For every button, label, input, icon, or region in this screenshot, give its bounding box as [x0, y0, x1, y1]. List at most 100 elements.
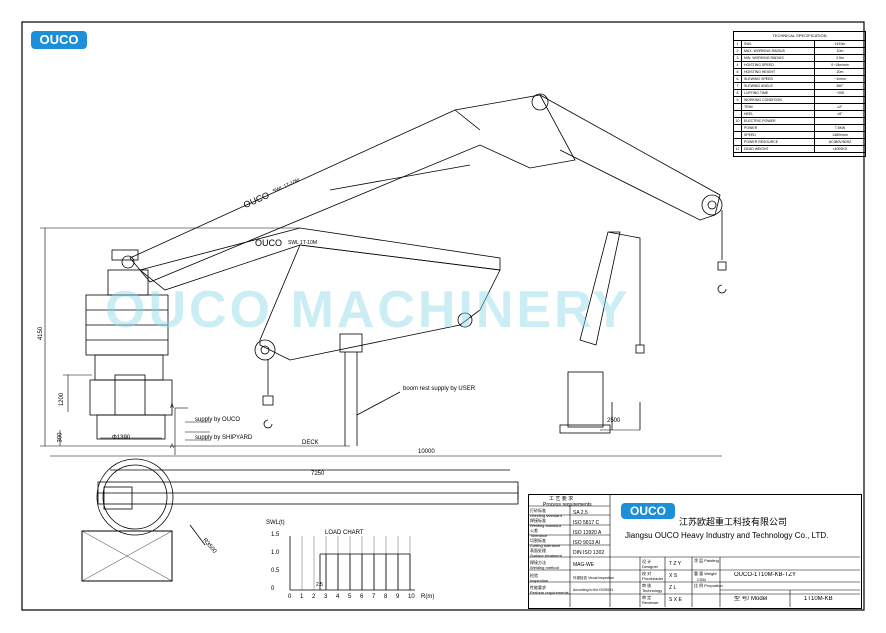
spec-row-key: DEAD WEIGHT	[742, 146, 815, 152]
spec-row-key: HEEL	[742, 111, 815, 117]
lower-boom-brand: OUCO	[255, 238, 282, 248]
spec-row-key: HOISTING HEIGHT	[742, 69, 815, 75]
load-chart-x-tick: 1	[300, 594, 304, 600]
spec-row-value: 1t/10m	[834, 42, 846, 46]
dim-4150: 4150	[38, 326, 45, 341]
painting-label: 涂 层 Painting	[694, 558, 719, 563]
process-row-value: 外观检查 Visual inspection	[573, 576, 615, 580]
spec-row-key: LUFFING TIME	[742, 90, 815, 96]
load-chart-x-tick: 8	[384, 594, 388, 600]
process-row-en: Welding standard	[530, 523, 562, 528]
supply-ouco-label: supply by OUCO	[195, 417, 241, 423]
spec-row-number: 9	[734, 97, 742, 103]
load-chart-title: LOAD CHART	[325, 530, 364, 536]
process-row-value: DIN ISO 1302	[573, 550, 605, 556]
spec-row-number	[734, 125, 742, 131]
load-chart-x-tick: 0	[288, 594, 292, 600]
spec-row-value	[815, 97, 865, 103]
boom-rest	[339, 333, 401, 446]
process-row-cn: 检验	[530, 573, 538, 578]
spec-row-key: SPEED	[742, 132, 815, 138]
process-row-en: Inspection	[530, 578, 549, 583]
dim-7250: 7250	[311, 471, 325, 477]
process-row-value: ISO 5817 C	[573, 520, 600, 526]
weight-value: CSM	[697, 577, 706, 582]
spec-row-key: HOISTING SPEED	[742, 62, 815, 68]
process-row-value: According to the ISO9001	[573, 588, 614, 592]
process-row-cn: 切割标准	[530, 538, 546, 543]
spec-row-key: ELECTRIC POWER	[742, 118, 815, 124]
crane-base	[85, 249, 173, 440]
role-en: Designer	[642, 564, 659, 569]
role-value: Z L	[669, 585, 677, 591]
load-chart-y-tick: 1.0	[271, 550, 280, 556]
spec-row-number	[734, 104, 742, 110]
process-row-en: Perform requirements	[530, 590, 569, 595]
process-row-en: Grinding standard	[530, 513, 562, 518]
load-chart-x-tick: 3	[324, 594, 328, 600]
process-en: Process requirements	[543, 502, 592, 508]
spec-row: POWER RESOURCE AC380V/50HZ	[734, 139, 865, 146]
dim-1200: 1200	[59, 392, 66, 407]
drawing-frame	[21, 21, 865, 611]
dim-2500: 2500	[607, 418, 621, 424]
process-row-value: MAG-WE	[573, 562, 595, 568]
process-row-en: Welding method	[530, 565, 559, 570]
spec-row-value: ~1r/min	[834, 77, 846, 81]
spec-row-key: POWER RESOURCE	[742, 139, 815, 145]
process-row-en: Surface treatment	[530, 553, 562, 558]
spec-row-value: AC380V/50HZ	[828, 140, 852, 144]
spec-row-number: 4	[734, 62, 742, 68]
spec-row-value: 0~15m/min	[831, 63, 849, 67]
load-chart-start: 2.5	[316, 582, 323, 588]
load-chart-y-tick: 0.5	[271, 568, 280, 574]
process-row-cn: 公差	[530, 528, 538, 533]
ouco-logo: OUCO	[31, 31, 87, 49]
company-cn: 江苏欧超重工科技有限公司	[679, 517, 788, 527]
role-en: Technology	[642, 588, 663, 593]
spec-row-value: 10m	[836, 49, 844, 53]
spec-row-number: 2	[734, 48, 742, 54]
load-chart-y-tick: 0	[271, 586, 275, 592]
spec-row-value	[815, 118, 865, 124]
spec-row: TRIM≤2°	[734, 104, 865, 111]
process-row-cn: 焊接标准	[530, 518, 546, 523]
spec-row-value: ≈4000KG	[832, 147, 848, 151]
load-chart-y-tick: 1.5	[271, 532, 280, 538]
process-row-cn: 性能要求	[530, 585, 546, 590]
model-value: 1T10M-KB	[804, 596, 833, 602]
process-row-en: Tolerance	[530, 533, 548, 538]
spec-row-key: MAX. WORKING RADIUS	[742, 48, 815, 54]
upper-boom	[129, 93, 727, 294]
role-cn: 审 定	[642, 595, 652, 600]
process-row-value: SA 2.5	[573, 510, 588, 516]
role-value: S X E	[669, 597, 682, 603]
boom-rest-label: boom rest supply by USER	[403, 386, 476, 392]
spec-row-value: 20m	[836, 70, 844, 74]
load-chart-xlabel: R(m)	[421, 594, 435, 600]
proportion-label: 比 例 Proportion	[694, 583, 723, 588]
spec-row-number: 8	[734, 90, 742, 96]
process-row-en: Cutting tolerance	[530, 543, 561, 548]
spec-row-number: 7	[734, 83, 742, 89]
spec-row-number	[734, 132, 742, 138]
load-chart-x-tick: 4	[336, 594, 340, 600]
load-chart-x-tick: 2	[312, 594, 316, 600]
